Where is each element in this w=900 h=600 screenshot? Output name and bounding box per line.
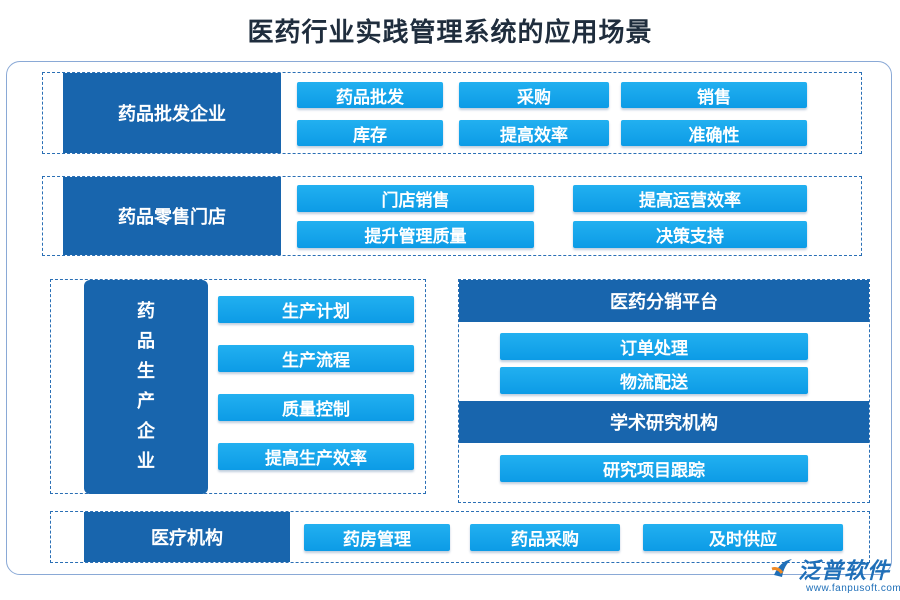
retail-chip: 提高运营效率 — [573, 185, 807, 212]
academic-chip: 研究项目跟踪 — [500, 455, 808, 482]
manufacturer-group — [50, 279, 426, 494]
wholesale-chip: 准确性 — [621, 120, 807, 146]
manufacturer-chip: 质量控制 — [218, 394, 414, 421]
retail-header: 药品零售门店 — [63, 177, 281, 255]
manufacturer-header-char: 生 — [137, 361, 155, 382]
distribution-header: 医药分销平台 — [459, 280, 869, 322]
manufacturer-chip: 生产计划 — [218, 296, 414, 323]
distribution-chip: 物流配送 — [500, 367, 808, 394]
manufacturer-header-char: 企 — [137, 421, 155, 442]
manufacturer-header-char: 品 — [137, 331, 155, 352]
platform-group — [458, 279, 870, 503]
wholesale-chip: 药品批发 — [297, 82, 443, 108]
manufacturer-header-char: 药 — [137, 301, 155, 322]
logo-name: 泛普软件 — [798, 559, 891, 584]
fanpu-logo-icon — [771, 559, 792, 577]
academic-header: 学术研究机构 — [459, 401, 869, 443]
manufacturer-chip: 生产流程 — [218, 345, 414, 372]
retail-group — [42, 176, 862, 256]
manufacturer-header-char: 业 — [137, 451, 155, 472]
page-title: 医药行业实践管理系统的应用场景 — [247, 18, 653, 48]
medical-group — [50, 511, 870, 563]
retail-chip: 决策支持 — [573, 221, 807, 248]
wholesale-chip: 提高效率 — [459, 120, 609, 146]
distribution-chip: 订单处理 — [500, 333, 808, 360]
manufacturer-header: 药 品 生 产 企 业 — [84, 280, 208, 494]
wholesale-chip: 销售 — [621, 82, 807, 108]
manufacturer-chip: 提高生产效率 — [218, 443, 414, 470]
retail-chip: 提升管理质量 — [297, 221, 534, 248]
manufacturer-header-char: 产 — [137, 391, 155, 412]
scenario-panel — [6, 61, 892, 575]
wholesale-header: 药品批发企业 — [63, 73, 281, 153]
medical-header: 医疗机构 — [84, 512, 290, 562]
medical-chip: 及时供应 — [643, 524, 843, 551]
medical-chip: 药房管理 — [304, 524, 450, 551]
fanpu-logo: 泛普软件 www.fanpusoft.com — [770, 551, 900, 597]
medical-chip: 药品采购 — [470, 524, 620, 551]
wholesale-group — [42, 72, 862, 154]
logo-url: www.fanpusoft.com — [806, 583, 900, 594]
wholesale-chip: 采购 — [459, 82, 609, 108]
retail-chip: 门店销售 — [297, 185, 534, 212]
wholesale-chip: 库存 — [297, 120, 443, 146]
